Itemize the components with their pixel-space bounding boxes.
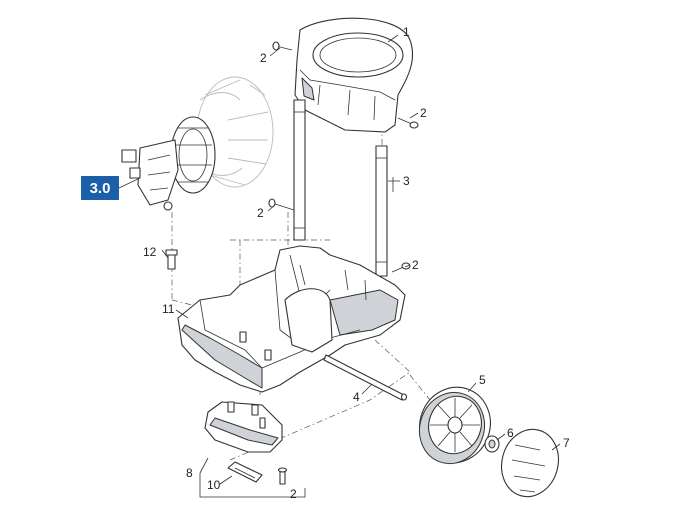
part-tube-right xyxy=(375,145,388,277)
callout-1: 1 xyxy=(403,25,410,39)
callout-2-mid-left: 2 xyxy=(257,206,264,220)
callout-10: 10 xyxy=(207,478,221,492)
part-screw-bottom xyxy=(277,467,288,485)
part-chassis xyxy=(177,245,406,393)
callout-4: 4 xyxy=(353,390,360,404)
part-hub-nut xyxy=(484,435,500,453)
part-8-bracket xyxy=(199,457,306,498)
callout-7: 7 xyxy=(563,436,570,450)
callout-leader-lines xyxy=(161,34,561,485)
part-screw-mid-right xyxy=(391,262,411,273)
part-bolt-12 xyxy=(165,249,178,270)
callout-8: 8 xyxy=(186,466,193,480)
part-screw-mid-left xyxy=(268,198,295,211)
callout-3: 3 xyxy=(403,174,410,188)
part-tube-left xyxy=(293,99,306,241)
callout-11: 11 xyxy=(162,302,175,316)
callout-6: 6 xyxy=(507,426,514,440)
callout-2-top-left: 2 xyxy=(260,51,267,65)
part-wheel xyxy=(419,386,491,465)
part-handle xyxy=(294,17,414,133)
part-axle xyxy=(323,354,408,401)
part-foot xyxy=(204,401,283,453)
callout-2-handle-right: 2 xyxy=(420,106,427,120)
callout-12: 12 xyxy=(143,245,157,259)
callout-5: 5 xyxy=(479,373,486,387)
reference-badge: 3.0 xyxy=(81,176,141,200)
callout-2-mid-right: 2 xyxy=(412,258,419,272)
part-hub-cap xyxy=(501,428,559,498)
reference-motor-pump-assembly xyxy=(121,76,274,211)
part-pad xyxy=(227,461,263,483)
callout-2-bottom: 2 xyxy=(290,487,297,501)
callout-labels: 1 2 2 2 2 2 3 4 5 6 7 8 10 11 12 xyxy=(143,25,570,501)
reference-badge-label: 3.0 xyxy=(90,180,111,197)
part-screw-top-left xyxy=(272,41,293,51)
part-screw-handle-right xyxy=(397,117,419,129)
reference-badge-background xyxy=(81,176,119,200)
